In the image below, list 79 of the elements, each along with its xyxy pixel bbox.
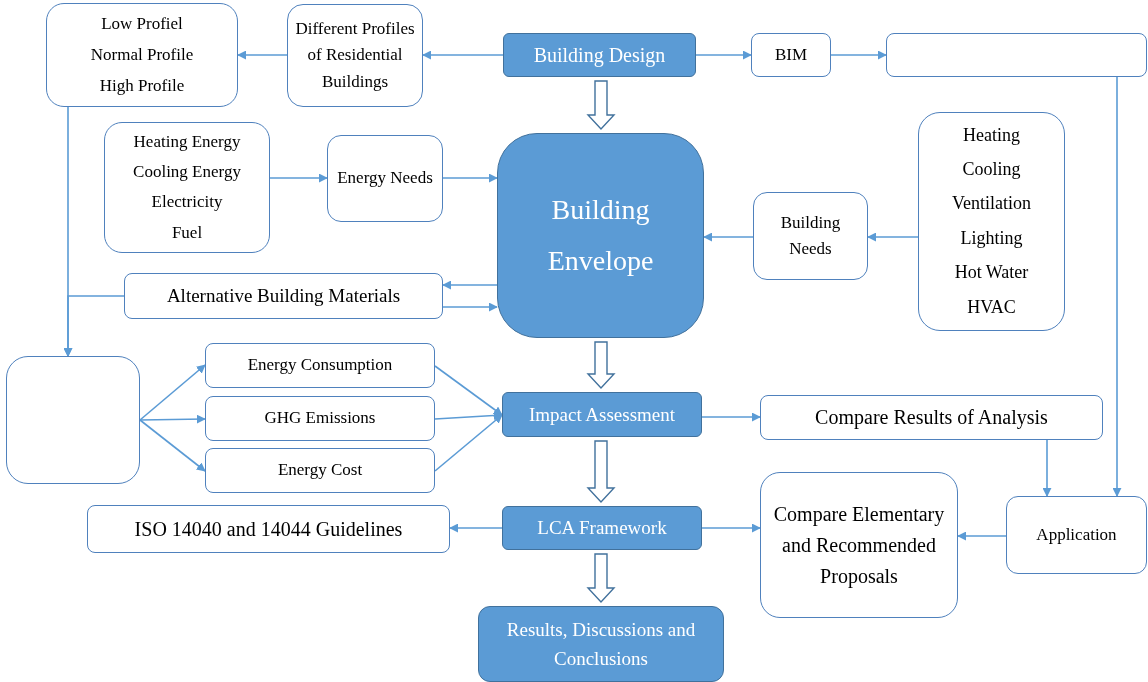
node-text: Heating Energy <box>133 130 241 153</box>
node-text: Compare Elementary and Recommended Proposals <box>772 501 946 590</box>
node-text: Fuel <box>171 221 203 244</box>
arrow <box>237 50 288 60</box>
node-text: Impact Assessment <box>528 402 676 427</box>
node-text: LCA Framework <box>537 516 667 541</box>
arrow <box>434 411 503 420</box>
info-box <box>760 395 1103 440</box>
node-text: Different Profiles of Residential Buildings <box>294 18 416 93</box>
process-step-box <box>502 506 702 550</box>
arrow <box>449 523 503 533</box>
info-box <box>205 396 435 441</box>
info-box <box>205 343 435 388</box>
arrow <box>269 173 328 183</box>
block-arrow <box>586 80 616 131</box>
arrow <box>422 50 504 60</box>
node-text: Low Profiel <box>101 12 183 35</box>
node-text: Cooling Energy <box>133 161 241 184</box>
info-box <box>751 33 831 77</box>
node-text: Heating <box>963 123 1020 147</box>
node-text: Building Design <box>533 42 666 69</box>
arrow <box>701 412 761 422</box>
node-text: Building Envelope <box>546 193 655 278</box>
arrow <box>434 365 503 416</box>
arrow <box>442 173 498 183</box>
node-text: Energy Cost <box>277 459 363 482</box>
arrow <box>63 295 125 357</box>
arrow <box>139 364 206 421</box>
node-text: Building Needs <box>779 211 842 260</box>
node-text: ISO 14040 and 14044 Guidelines <box>134 516 403 542</box>
arrow <box>1042 439 1052 497</box>
node-text: Normal Profile <box>90 43 194 66</box>
process-step-box <box>497 133 704 338</box>
arrow <box>434 414 503 472</box>
node-text: Cooling <box>962 157 1021 181</box>
node-text: Energy Consumption <box>247 354 393 377</box>
block-arrow <box>586 440 616 504</box>
node-text: GHG Emissions <box>264 407 376 430</box>
info-box <box>287 4 423 107</box>
arrow <box>442 280 498 290</box>
box-shape <box>886 33 1147 77</box>
node-text: Ventilation <box>952 192 1031 216</box>
block-arrow <box>586 341 616 390</box>
process-step-box <box>478 606 724 682</box>
node-text: HVAC <box>967 295 1016 319</box>
node-text: High Profile <box>99 74 185 97</box>
arrow <box>139 419 206 472</box>
arrow <box>139 414 206 424</box>
info-box <box>918 112 1065 331</box>
info-box <box>327 135 443 222</box>
process-step-box <box>502 392 702 437</box>
node-text: Lighting <box>960 226 1023 250</box>
arrow <box>703 232 754 242</box>
arrow <box>830 50 887 60</box>
info-box <box>205 448 435 493</box>
info-box <box>124 273 443 319</box>
info-box <box>1006 496 1147 574</box>
node-text: Application <box>1036 523 1117 546</box>
node-text: BIM <box>774 43 808 66</box>
info-box <box>753 192 868 280</box>
arrow <box>701 523 761 533</box>
arrow <box>442 302 498 312</box>
node-text: Alternative Building Materials <box>166 284 401 309</box>
arrow <box>957 531 1007 541</box>
arrow <box>867 232 919 242</box>
process-step-box <box>503 33 696 77</box>
info-box <box>87 505 450 553</box>
info-box <box>760 472 958 618</box>
node-text: Hot Water <box>954 261 1029 285</box>
box-shape <box>6 356 140 484</box>
node-text: Compare Results of Analysis <box>815 405 1048 431</box>
info-box <box>46 3 238 107</box>
node-text: Results, Discussions and Conclusions <box>505 617 697 671</box>
block-arrow <box>586 553 616 604</box>
arrow <box>1112 76 1122 497</box>
node-text: Energy Needs <box>337 167 433 190</box>
info-box <box>104 122 270 253</box>
arrow <box>695 50 752 60</box>
node-text: Electricity <box>151 191 223 214</box>
